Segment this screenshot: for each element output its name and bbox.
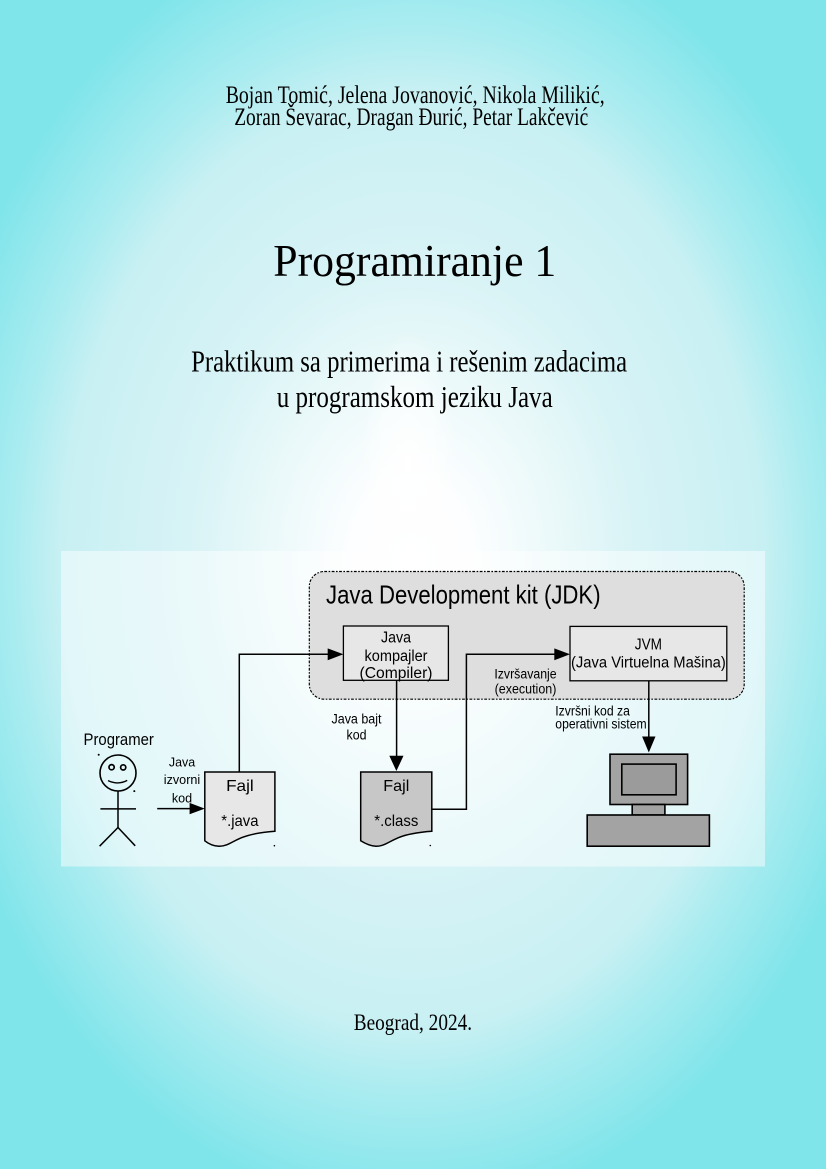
svg-text:izvorni: izvorni	[164, 772, 200, 787]
svg-text:Fajl: Fajl	[226, 778, 254, 795]
svg-text:kod: kod	[172, 791, 192, 806]
svg-text:Izvršavanje: Izvršavanje	[494, 667, 556, 682]
svg-text:kompajler: kompajler	[365, 648, 428, 665]
svg-text:(Compiler): (Compiler)	[360, 665, 433, 682]
svg-text:Izvršni kod za: Izvršni kod za	[555, 703, 630, 718]
svg-text:JVM: JVM	[635, 637, 662, 654]
svg-text:Praktikum sa primerima i rešen: Praktikum sa primerima i rešenim zadacim…	[191, 344, 627, 379]
svg-text:Beograd, 2024.: Beograd, 2024.	[354, 1010, 472, 1035]
svg-text:u programskom jeziku Java: u programskom jeziku Java	[277, 379, 553, 414]
svg-text:Java bajt: Java bajt	[332, 712, 382, 727]
svg-text:Bojan Tomić, Jelena Jovanović,: Bojan Tomić, Jelena Jovanović, Nikola Mi…	[226, 82, 605, 109]
svg-text:Java: Java	[169, 754, 196, 769]
svg-text:kod: kod	[347, 728, 367, 743]
svg-text:(Java Virtuelna Mašina): (Java Virtuelna Mašina)	[571, 655, 726, 672]
svg-text:*.class: *.class	[374, 813, 418, 830]
svg-text:Programer: Programer	[84, 731, 155, 749]
svg-text:(execution): (execution)	[495, 682, 557, 697]
svg-text:Zoran Ševarac, Dragan Đurić, P: Zoran Ševarac, Dragan Đurić, Petar Lakče…	[234, 102, 588, 131]
svg-text:operativni sistem: operativni sistem	[555, 717, 646, 732]
svg-text:*.java: *.java	[221, 813, 258, 830]
svg-text:Programiranje 1: Programiranje 1	[273, 236, 556, 286]
svg-text:Java Development kit (JDK): Java Development kit (JDK)	[326, 579, 601, 609]
svg-text:Java: Java	[381, 630, 411, 647]
svg-text:Fajl: Fajl	[383, 778, 409, 795]
